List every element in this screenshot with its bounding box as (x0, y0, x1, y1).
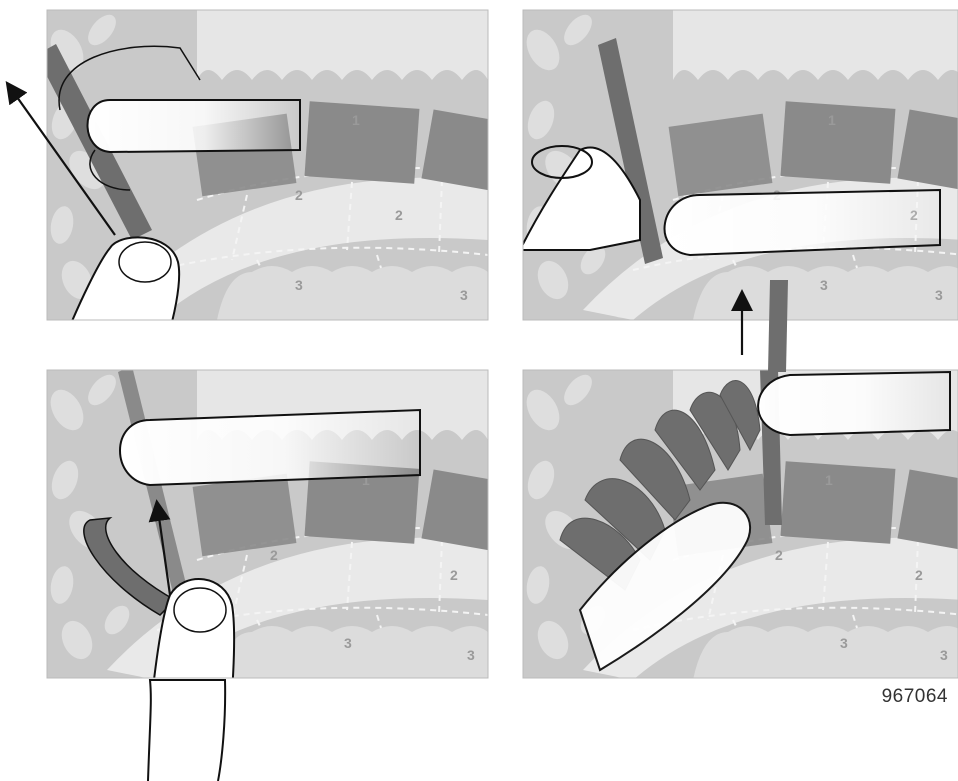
upper-finger (88, 100, 301, 152)
tab-label-3b: 3 (460, 287, 468, 303)
tab-label-1: 1 (825, 472, 833, 488)
panel-step-2: 1 2 2 3 3 (520, 10, 958, 321)
tab-label-2b: 2 (450, 567, 458, 583)
tab-label-3: 3 (344, 635, 352, 651)
thumb-extension (148, 680, 225, 781)
upper-finger (120, 410, 420, 485)
tab-label-2: 2 (775, 547, 783, 563)
tab-label-2b: 2 (915, 567, 923, 583)
tab-label-2: 2 (295, 187, 303, 203)
tab-label-3b: 3 (940, 647, 948, 663)
panel-step-4: 1 2 2 3 3 (520, 368, 958, 680)
tab-label-2: 2 (270, 547, 278, 563)
tab-label-2b: 2 (395, 207, 403, 223)
tab-label-1: 1 (828, 112, 836, 128)
right-finger (758, 372, 950, 435)
tab-label-3b: 3 (935, 287, 943, 303)
right-finger (665, 190, 940, 255)
panel-step-3: 1 2 2 3 3 (44, 366, 503, 780)
figure-id-number: 967064 (882, 686, 948, 708)
tab-label-3b: 3 (467, 647, 475, 663)
panel-step-1: 1 2 2 3 3 (36, 10, 503, 360)
tab-label-3: 3 (820, 277, 828, 293)
tab-label-3: 3 (295, 277, 303, 293)
tab-label-1: 1 (352, 112, 360, 128)
tab-label-3: 3 (840, 635, 848, 651)
